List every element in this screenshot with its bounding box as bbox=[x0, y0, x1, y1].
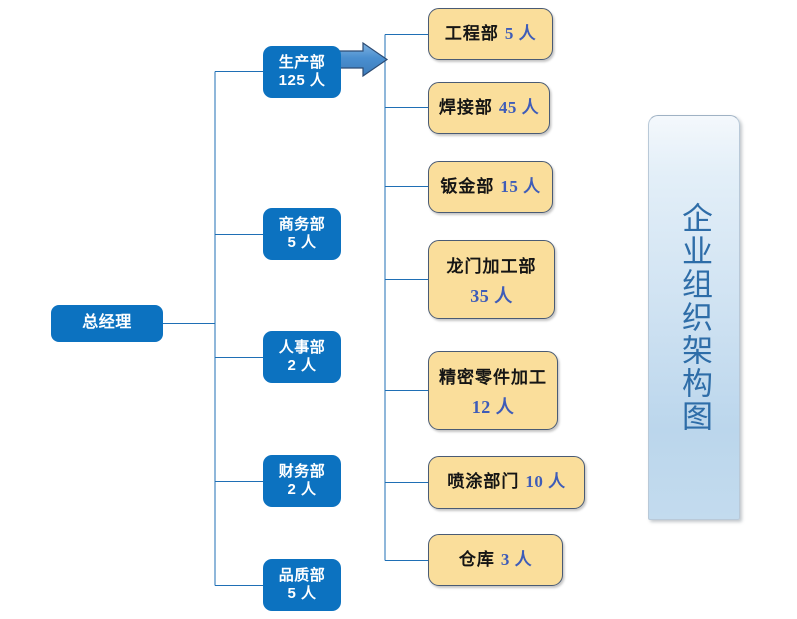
node-welding-label: 焊接部 bbox=[438, 97, 493, 117]
node-precision-parts[interactable]: 精密零件加工 12 人 bbox=[428, 351, 558, 430]
node-production-count: 125 人 bbox=[278, 72, 326, 89]
node-finance[interactable]: 财务部 2 人 bbox=[263, 455, 341, 507]
node-quality[interactable]: 品质部 5 人 bbox=[263, 559, 341, 611]
node-hr-count: 2 人 bbox=[287, 357, 317, 374]
node-quality-count: 5 人 bbox=[287, 585, 317, 602]
title-panel: 企业组织架构图 bbox=[648, 115, 740, 520]
node-finance-count: 2 人 bbox=[287, 481, 317, 498]
node-painting-count: 10 人 bbox=[525, 472, 566, 492]
node-gantry-machining[interactable]: 龙门加工部 35 人 bbox=[428, 240, 555, 319]
node-business-label: 商务部 bbox=[278, 216, 326, 234]
node-precision-parts-count: 12 人 bbox=[471, 396, 515, 417]
node-gantry-machining-label: 龙门加工部 bbox=[446, 256, 537, 276]
node-business[interactable]: 商务部 5 人 bbox=[263, 208, 341, 260]
node-warehouse-count: 3 人 bbox=[500, 549, 533, 569]
node-general-manager-label: 总经理 bbox=[82, 314, 132, 332]
node-welding-count: 45 人 bbox=[498, 97, 540, 117]
chart-title: 企业组织架构图 bbox=[677, 202, 712, 433]
node-sheet-metal-label: 钣金部 bbox=[440, 176, 495, 196]
node-hr-label: 人事部 bbox=[278, 339, 326, 357]
node-gantry-machining-count: 35 人 bbox=[470, 285, 513, 306]
node-finance-label: 财务部 bbox=[278, 463, 326, 481]
node-painting-label: 喷涂部门 bbox=[447, 472, 520, 492]
node-general-manager[interactable]: 总经理 bbox=[51, 305, 163, 342]
node-production-label: 生产部 bbox=[278, 54, 326, 72]
node-precision-parts-label: 精密零件加工 bbox=[439, 367, 547, 387]
node-engineering-label: 工程部 bbox=[444, 23, 499, 43]
node-sheet-metal-count: 15 人 bbox=[500, 176, 541, 196]
node-quality-label: 品质部 bbox=[278, 567, 326, 585]
node-warehouse-label: 仓库 bbox=[458, 549, 495, 569]
node-engineering-count: 5 人 bbox=[504, 23, 537, 43]
node-business-count: 5 人 bbox=[287, 234, 317, 251]
node-hr[interactable]: 人事部 2 人 bbox=[263, 331, 341, 383]
node-production[interactable]: 生产部 125 人 bbox=[263, 46, 341, 98]
